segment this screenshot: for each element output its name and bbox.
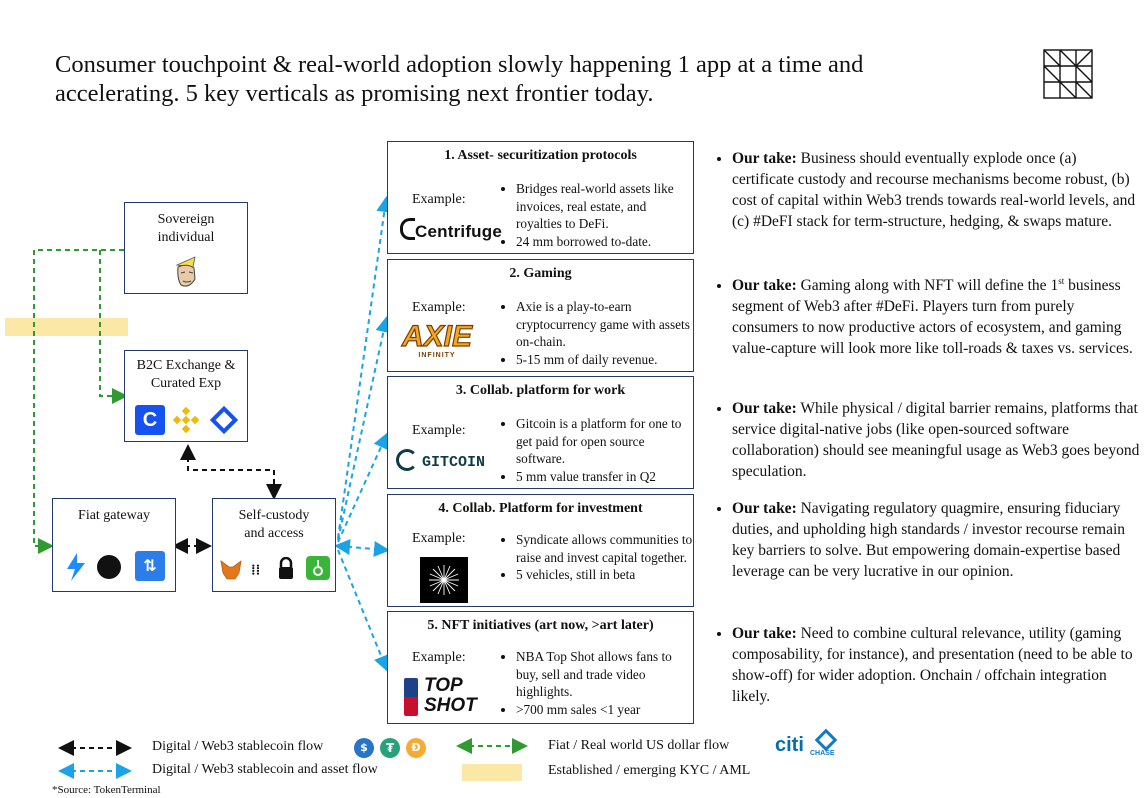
vertical-box-4: 4. Collab. Platform for investment Examp… xyxy=(387,494,694,607)
vertical-box-5: 5. NFT initiatives (art now, >art later)… xyxy=(387,611,694,724)
take-lead: Our take: xyxy=(732,400,797,417)
vertical-bullets: Bridges real-world assets like invoices,… xyxy=(498,180,693,250)
legend-blue-label: Digital / Web3 stablecoin and asset flow xyxy=(152,762,378,777)
stripe-bolt-icon xyxy=(67,553,85,581)
sovereign-individual-box: Sovereign individual xyxy=(124,202,248,294)
example-label: Example: xyxy=(412,300,466,315)
circle-payment-icon xyxy=(97,555,121,579)
gitcoin-wordmark: GITCOIN xyxy=(422,454,486,471)
fiat-gateway-label: Fiat gateway xyxy=(78,508,150,523)
take-3: Our take: While physical / digital barri… xyxy=(708,398,1140,482)
vertical-title: 2. Gaming xyxy=(509,266,572,281)
self-custody-box: Self-custody and access ⁞⁞ xyxy=(212,498,336,592)
centrifuge-logo: Centrifuge xyxy=(400,218,502,242)
bullet-item: NBA Top Shot allows fans to buy, sell an… xyxy=(516,648,693,701)
dai-icon: Ð xyxy=(406,738,426,758)
vertical-box-1: 1. Asset- securitization protocols Examp… xyxy=(387,141,694,254)
vertical-box-3: 3. Collab. platform for work Example: GI… xyxy=(387,376,694,489)
centrifuge-wordmark: Centrifuge xyxy=(415,222,502,241)
self-custody-label: Self-custody and access xyxy=(238,508,310,541)
bullet-item: 5-15 mm of daily revenue. xyxy=(516,351,693,369)
centrifuge-c-icon xyxy=(400,218,415,240)
keyfob-icon xyxy=(306,556,330,580)
lock-icon xyxy=(279,557,293,579)
vertical-title: 1. Asset- securitization protocols xyxy=(444,148,637,163)
legend-green-label: Fiat / Real world US dollar flow xyxy=(548,738,730,753)
bullet-item: 5 mm value transfer in Q2 xyxy=(516,468,693,486)
b2c-exchange-box: B2C Exchange & Curated Exp C xyxy=(124,350,248,442)
syndicate-logo-icon xyxy=(420,557,468,603)
nba-logo-icon xyxy=(404,678,418,716)
vertical-title: 3. Collab. platform for work xyxy=(455,383,626,398)
tether-icon: ₮ xyxy=(380,738,400,758)
vertical-bullets: Gitcoin is a platform for one to get pai… xyxy=(498,415,693,485)
take-text: Navigating regulatory quagmire, ensuring… xyxy=(732,500,1126,580)
take-1: Our take: Business should eventually exp… xyxy=(708,148,1140,232)
take-lead: Our take: xyxy=(732,277,797,295)
vertical-title: 4. Collab. Platform for investment xyxy=(438,501,643,516)
take-text: Need to combine cultural relevance, util… xyxy=(732,625,1133,705)
legend-black-label: Digital / Web3 stablecoin flow xyxy=(152,739,324,754)
kyc-highlight-band xyxy=(5,318,128,336)
take-lead: Our take: xyxy=(732,150,797,167)
bullet-item: Bridges real-world assets like invoices,… xyxy=(516,180,693,233)
ledger-icon: ⁞⁞ xyxy=(251,562,261,578)
b2c-exchange-label: B2C Exchange & Curated Exp xyxy=(136,358,236,391)
bullet-item: >700 mm sales <1 year xyxy=(516,701,693,719)
topshot-wordmark: TOP SHOT xyxy=(424,675,477,716)
transfer-arrows-icon: ⇅ xyxy=(135,551,165,581)
take-5: Our take: Need to combine cultural relev… xyxy=(708,623,1140,707)
take-4: Our take: Navigating regulatory quagmire… xyxy=(708,498,1140,582)
page-title: Consumer touchpoint & real-world adoptio… xyxy=(55,51,864,107)
gitcoin-logo: GITCOIN xyxy=(396,449,485,471)
usdc-icon: $ xyxy=(354,738,374,758)
bullet-item: 5 vehicles, still in beta xyxy=(516,566,693,584)
legend-yellow-label: Established / emerging KYC / AML xyxy=(548,763,751,778)
example-label: Example: xyxy=(412,650,466,665)
axie-logo: AXIE INFINITY xyxy=(401,320,473,359)
metamask-fox-icon xyxy=(220,560,242,580)
chase-wordmark: CHASE xyxy=(810,750,835,757)
citi-logo: citi xyxy=(775,734,804,756)
axie-subtitle: INFINITY xyxy=(418,352,456,359)
take-text: Gaming along with NFT will define the 1 xyxy=(796,277,1059,295)
fiat-gateway-box: Fiat gateway ⇅ xyxy=(52,498,176,592)
chad-avatar-icon xyxy=(175,256,196,287)
binance-icon xyxy=(172,406,200,434)
bullet-item: Syndicate allows communities to raise an… xyxy=(516,531,693,566)
take-lead: Our take: xyxy=(732,500,797,517)
bullet-item: Axie is a play-to-earn cryptocurrency ga… xyxy=(516,298,693,351)
vertical-bullets: Axie is a play-to-earn cryptocurrency ga… xyxy=(498,298,693,368)
take-text: While physical / digital barrier remains… xyxy=(732,400,1140,480)
coinbase-icon: C xyxy=(135,405,165,435)
take-sup: st xyxy=(1058,276,1065,286)
axie-wordmark: AXIE xyxy=(401,320,473,353)
example-label: Example: xyxy=(412,423,466,438)
example-label: Example: xyxy=(412,192,466,207)
crypto-app-icon xyxy=(209,405,239,435)
legend-kyc-swatch xyxy=(462,764,522,781)
vertical-bullets: Syndicate allows communities to raise an… xyxy=(498,531,693,584)
take-lead: Our take: xyxy=(732,625,797,642)
firm-logo-icon xyxy=(1043,49,1093,99)
source-note: *Source: TokenTerminal xyxy=(52,784,161,796)
sovereign-individual-label: Sovereign individual xyxy=(157,212,215,245)
take-2: Our take: Gaming along with NFT will def… xyxy=(708,271,1140,359)
vertical-box-2: 2. Gaming Example: AXIE INFINITY Axie is… xyxy=(387,259,694,372)
take-text: business segment of Web3 after #DeFi. Pl… xyxy=(732,277,1133,358)
vertical-title: 5. NFT initiatives (art now, >art later) xyxy=(427,618,654,633)
take-text: Business should eventually explode once … xyxy=(732,150,1136,230)
example-label: Example: xyxy=(412,531,466,546)
vertical-bullets: NBA Top Shot allows fans to buy, sell an… xyxy=(498,648,693,718)
bullet-item: Gitcoin is a platform for one to get pai… xyxy=(516,415,693,468)
bullet-item: 24 mm borrowed to-date. xyxy=(516,233,693,251)
gitcoin-g-icon xyxy=(396,449,418,471)
